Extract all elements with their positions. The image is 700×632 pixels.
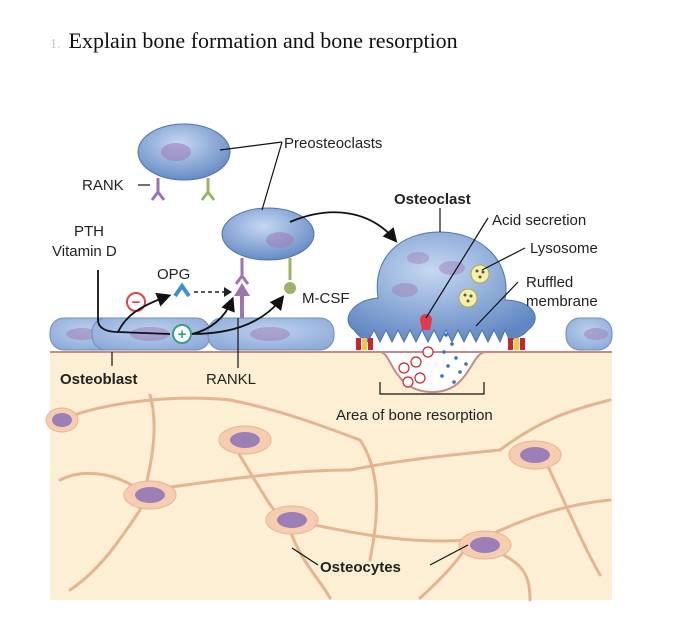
- question-number: 1.: [50, 37, 61, 52]
- osteocyte-bodies: [45, 407, 562, 560]
- question-heading: 1. Explain bone formation and bone resorp…: [50, 28, 670, 58]
- preosteoclast-bottom: [221, 207, 315, 294]
- leader-lines: [111, 141, 526, 566]
- bone-matrix: [50, 352, 612, 600]
- acid-secretion-site: [420, 314, 432, 330]
- osteocyte-cell: [265, 505, 319, 535]
- minus-sign: −: [132, 294, 141, 311]
- label-ruffled: Ruffled: [526, 274, 573, 291]
- label-vitamin-d: Vitamin D: [52, 243, 117, 260]
- osteocyte-cell: [218, 425, 272, 455]
- label-osteoclast: Osteoclast: [394, 191, 471, 208]
- osteocyte-cell: [458, 530, 512, 560]
- label-rankl: RANKL: [206, 371, 256, 388]
- plus-regulator: [172, 324, 192, 344]
- lysosomal-enzymes: [440, 333, 468, 384]
- sealing-zone: [356, 338, 525, 350]
- label-rank: RANK: [82, 177, 124, 194]
- preosteoclast-top: [137, 123, 231, 201]
- osteocyte-cell: [123, 480, 177, 510]
- label-lysosome: Lysosome: [530, 240, 598, 257]
- plus-sign: +: [178, 326, 187, 343]
- label-membrane: membrane: [526, 293, 598, 310]
- rank-receptor: [150, 178, 166, 201]
- signal-arrows: [97, 211, 398, 335]
- label-area-resorption: Area of bone resorption: [336, 407, 493, 424]
- question-text: Explain bone formation and bone resorpti…: [68, 28, 458, 53]
- lysosome-vesicle: [458, 288, 478, 308]
- label-mcsf: M-CSF: [302, 290, 350, 307]
- label-pth: PTH: [74, 223, 104, 240]
- osteoclast-cell: [347, 231, 536, 350]
- rank-receptor: [234, 258, 250, 285]
- osteocyte-cell: [45, 407, 79, 433]
- label-acid-secretion: Acid secretion: [492, 212, 586, 229]
- label-opg: OPG: [157, 266, 190, 283]
- label-preosteoclasts: Preosteoclasts: [284, 135, 382, 152]
- osteocyte-cell: [508, 440, 562, 470]
- label-osteocytes: Osteocytes: [320, 559, 401, 576]
- mcsf-receptor: [200, 178, 216, 201]
- proton-ions: [398, 346, 434, 388]
- opg-symbol: [173, 282, 191, 298]
- label-osteoblast: Osteoblast: [60, 371, 138, 388]
- mcsf-ligand: [284, 282, 296, 294]
- lysosome-vesicle: [470, 264, 490, 284]
